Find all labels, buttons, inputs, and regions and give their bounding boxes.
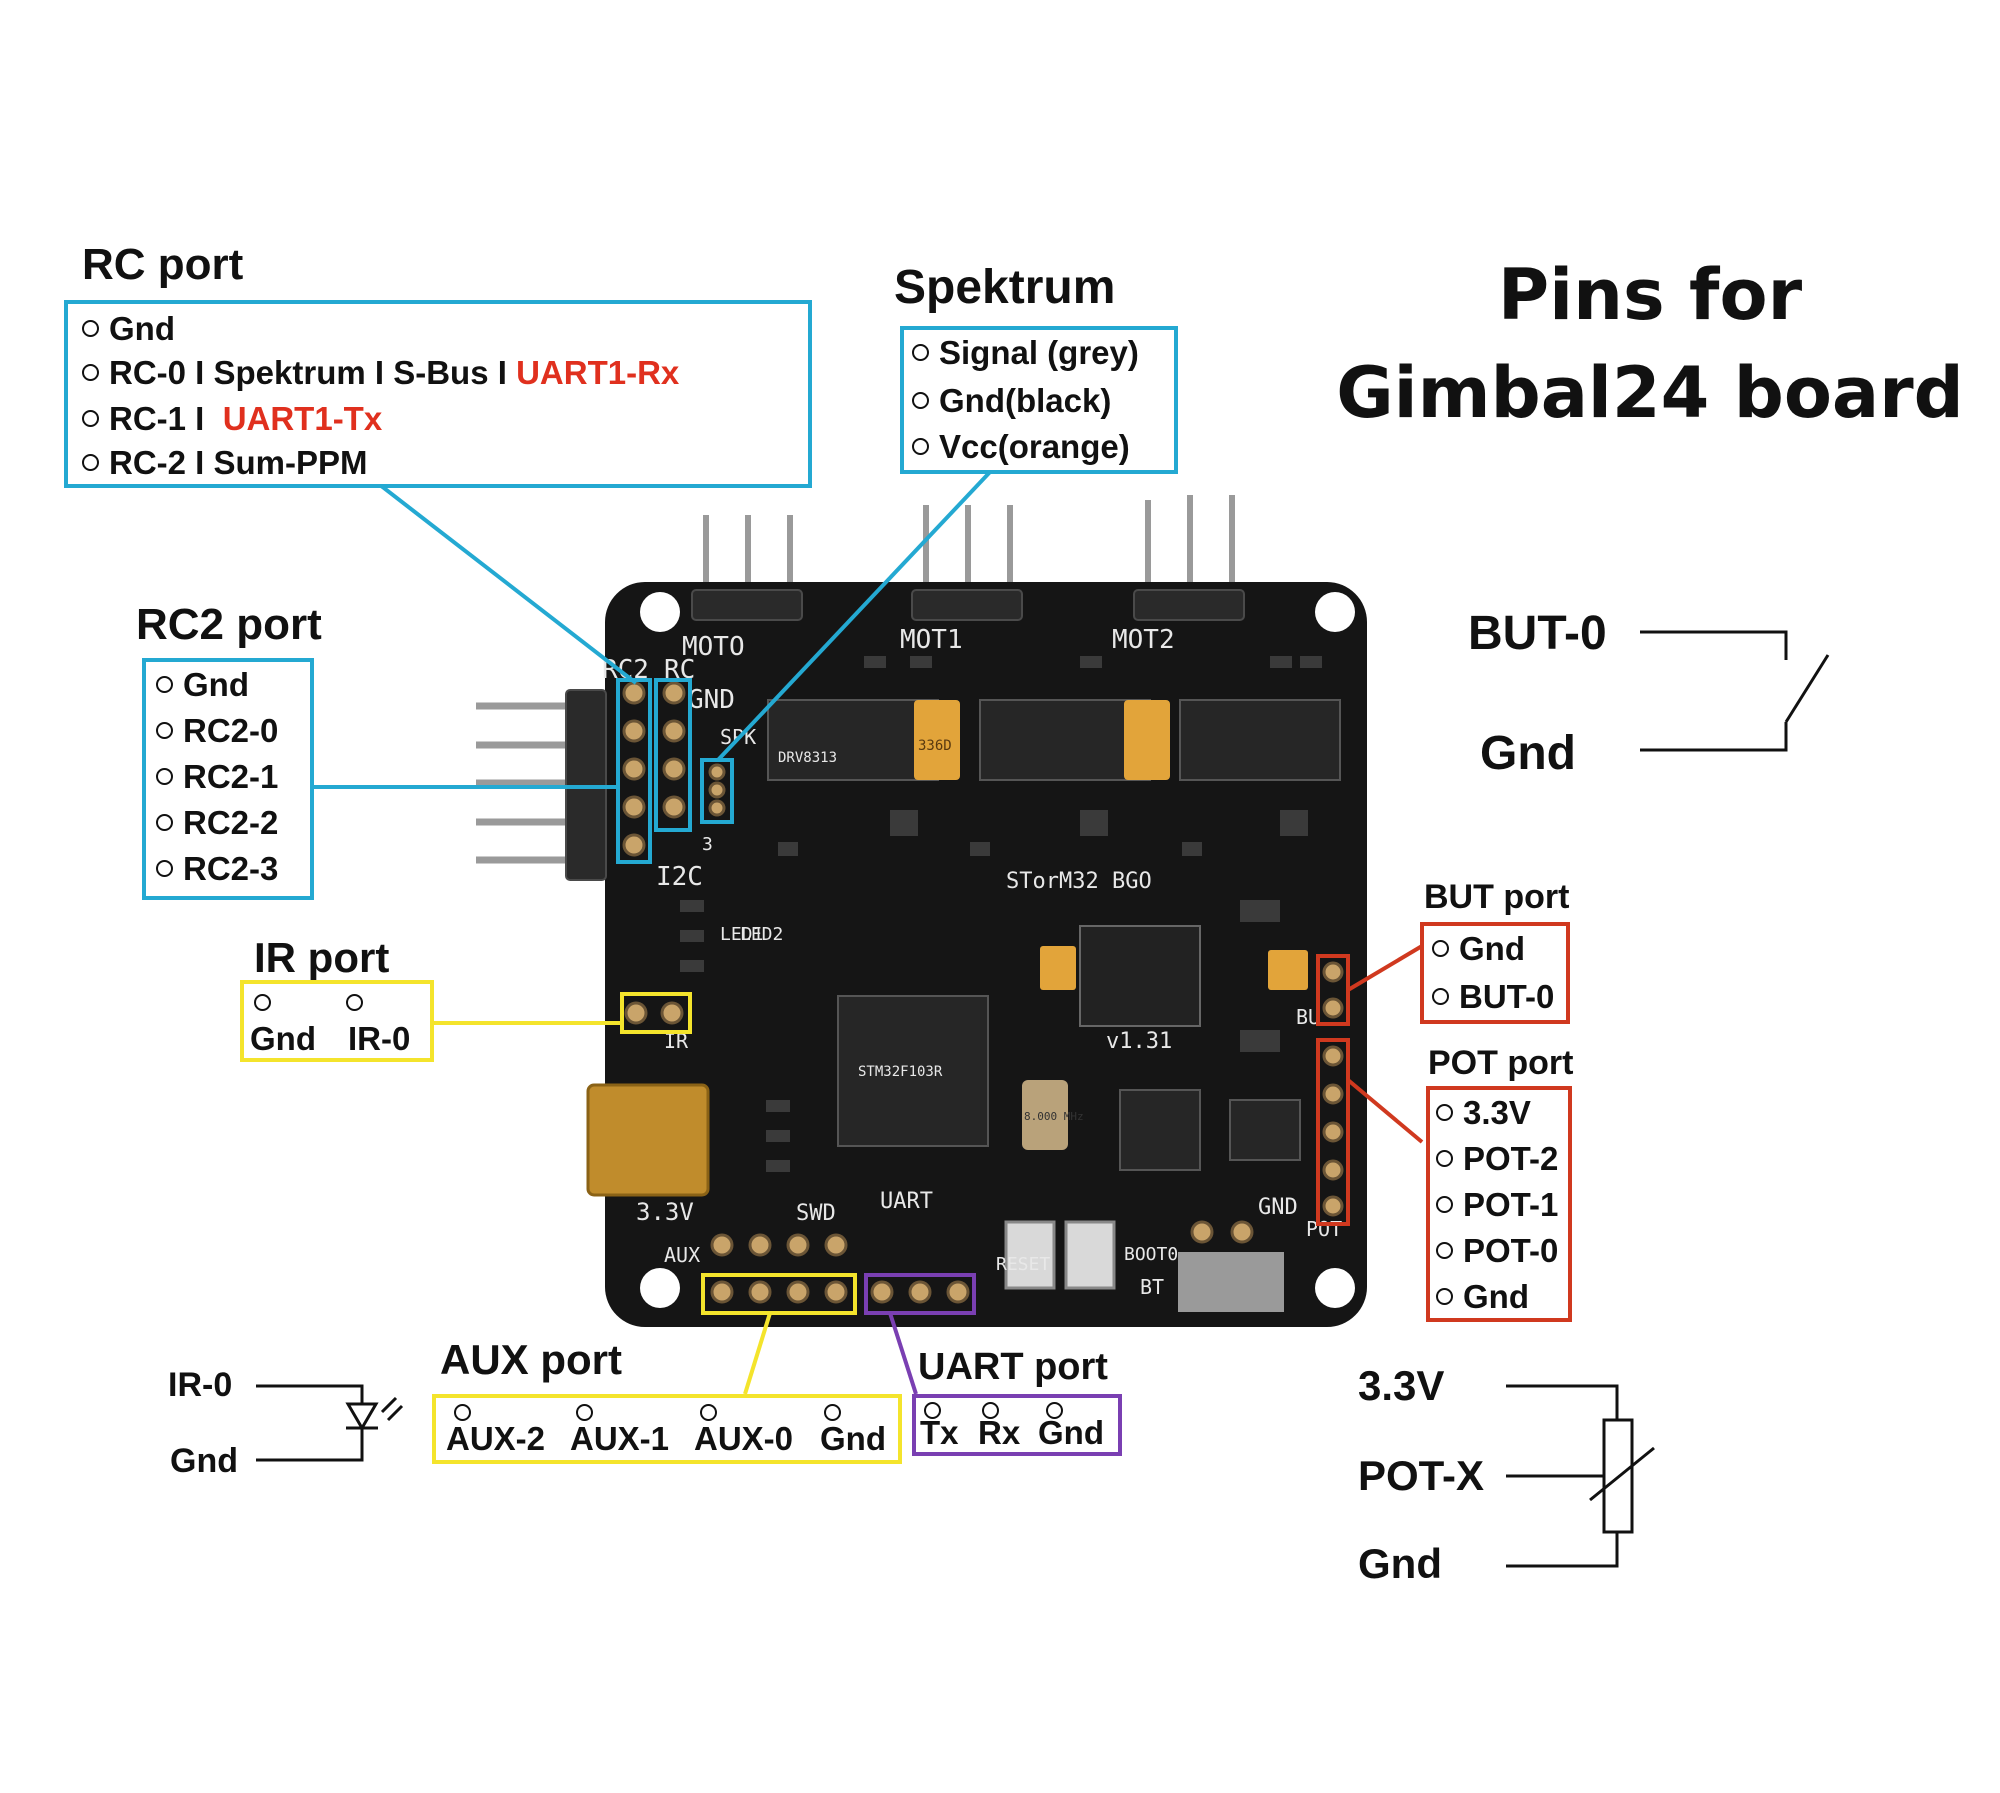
title-line-1: Pins for (1497, 254, 1803, 336)
silk-uart: UART (880, 1189, 933, 1214)
silk-boot0: BOOT0 (1124, 1244, 1178, 1265)
uart-label-tx: Tx (920, 1414, 959, 1451)
page-title: Pins for Gimbal24 board (1310, 246, 1990, 442)
aux-label-0: AUX-0 (694, 1420, 794, 1457)
silk-mcu: STM32F103R (858, 1064, 943, 1080)
boot-button (1064, 1220, 1116, 1290)
pot-row-gnd: Gnd (1436, 1278, 1529, 1316)
silk-led2: LED2 (740, 924, 783, 945)
ir-port-box: Gnd IR-0 (240, 980, 434, 1062)
uart-port-box: Tx Rx Gnd (912, 1394, 1122, 1456)
rc2-row-0: RC2-0 (156, 712, 278, 750)
rc-port-row-gnd: Gnd (82, 310, 175, 348)
silk-aux: AUX (664, 1243, 700, 1267)
uart-port-heading: UART port (918, 1346, 1108, 1388)
rc-port-box: Gnd RC-0 I Spektrum I S-Bus I UART1-Rx R… (64, 300, 812, 488)
silk-reset: RESET (996, 1254, 1050, 1275)
pot-port-heading: POT port (1428, 1044, 1574, 1082)
silk-crystal: 8.000 MHz (1024, 1110, 1084, 1123)
rc2-port-box: Gnd RC2-0 RC2-1 RC2-2 RC2-3 (142, 658, 314, 900)
reset-button (1004, 1220, 1056, 1290)
rc2-row-gnd: Gnd (156, 666, 249, 704)
battery-pads (1178, 1252, 1284, 1312)
silk-name: STorM32 BGO (1006, 869, 1152, 894)
smd-components (680, 656, 1322, 1172)
rc2-row-1: RC2-1 (156, 758, 278, 796)
uart1-rx-label: UART1-Rx (516, 354, 680, 391)
rc-port-row-rc1: RC-1 I UART1-Tx (82, 400, 382, 438)
pot-schematic-label-gnd: Gnd (1358, 1540, 1442, 1587)
silk-mot2: MOT2 (1112, 625, 1175, 655)
silk-mot1: MOT1 (900, 625, 963, 655)
pot-row-0: POT-0 (1436, 1232, 1558, 1270)
ir-schematic-label-ir0: IR-0 (168, 1366, 233, 1404)
silk-moto: MOTO (682, 632, 745, 662)
potentiometer-symbol (1506, 1384, 1655, 1568)
spektrum-row-gnd: Gnd(black) (912, 382, 1111, 420)
silk-gnd2: GND (1258, 1195, 1298, 1220)
spektrum-row-vcc: Vcc(orange) (912, 428, 1130, 466)
uart-label-gnd: Gnd (1038, 1414, 1104, 1451)
pot-schematic-label-potx: POT-X (1358, 1452, 1485, 1499)
silk-pot: POT (1306, 1217, 1342, 1241)
aux-label-1: AUX-1 (570, 1420, 670, 1457)
spektrum-box: Signal (grey) Gnd(black) Vcc(orange) (900, 326, 1178, 474)
but-schematic-label-gnd: Gnd (1480, 727, 1576, 780)
board-pin-pads (622, 681, 1344, 1304)
rc2-row-3: RC2-3 (156, 850, 278, 888)
but-port-box: Gnd BUT-0 (1420, 922, 1570, 1024)
but-port-heading: BUT port (1424, 878, 1570, 916)
spektrum-heading: Spektrum (894, 261, 1116, 314)
photodiode-symbol (256, 1384, 404, 1462)
header-blocks (565, 589, 1245, 881)
ir-pin-gnd (254, 994, 271, 1011)
switch-symbol (1640, 630, 1830, 752)
crystal (1022, 1080, 1068, 1150)
silk-led1: LED1 (720, 924, 763, 945)
pot-row-1: POT-1 (1436, 1186, 1558, 1224)
silk-v33: 3.3V (636, 1198, 694, 1226)
silk-3: 3 (702, 834, 713, 855)
ir-label-gnd: Gnd (250, 1020, 316, 1057)
but-schematic-label-but0: BUT-0 (1468, 607, 1607, 660)
rc2-port-heading: RC2 port (136, 600, 322, 649)
mounting-holes (640, 592, 1355, 1308)
rc-port-heading: RC port (82, 240, 244, 289)
ir-schematic-label-gnd: Gnd (170, 1442, 238, 1480)
but-row-0: BUT-0 (1432, 978, 1554, 1016)
ir-label-0: IR-0 (348, 1020, 411, 1057)
aux-port-heading: AUX port (440, 1336, 622, 1383)
voltage-regulator (1079, 925, 1201, 1027)
pot-row-2: POT-2 (1436, 1140, 1558, 1178)
aux-label-2: AUX-2 (446, 1420, 546, 1457)
silk-cap1: 336D (918, 738, 952, 754)
pin-highlights (616, 678, 1350, 1315)
aux-port-box: AUX-2 AUX-1 AUX-0 Gnd (432, 1394, 902, 1464)
title-line-2: Gimbal24 board (1336, 352, 1964, 434)
silk-version: v1.31 (1106, 1029, 1172, 1054)
spektrum-row-signal: Signal (grey) (912, 334, 1139, 372)
usb-connector (586, 1083, 710, 1197)
aux-label-gnd: Gnd (820, 1420, 886, 1457)
pot-schematic-label-33v: 3.3V (1358, 1362, 1445, 1409)
silk-gnd: GND (688, 685, 735, 715)
connector-lines (313, 470, 1424, 1395)
rc-port-row-rc2: RC-2 I Sum-PPM (82, 444, 368, 482)
rc2-row-2: RC2-2 (156, 804, 278, 842)
ir-port-heading: IR port (254, 934, 390, 981)
uart1-tx-label: UART1-Tx (222, 400, 383, 437)
tantalum-capacitors (914, 700, 1308, 990)
uart-label-rx: Rx (978, 1414, 1021, 1451)
pot-port-box: 3.3V POT-2 POT-1 POT-0 Gnd (1426, 1086, 1572, 1322)
silk-bt: BT (1140, 1275, 1164, 1299)
pot-row-33v: 3.3V (1436, 1094, 1531, 1132)
silk-swd: SWD (796, 1201, 836, 1226)
rc-port-row-rc0: RC-0 I Spektrum I S-Bus I UART1-Rx (82, 354, 679, 392)
but-row-gnd: Gnd (1432, 930, 1525, 968)
silk-i2c: I2C (656, 862, 703, 892)
ir-pin-0 (346, 994, 363, 1011)
silk-chip1: DRV8313 (778, 750, 837, 766)
